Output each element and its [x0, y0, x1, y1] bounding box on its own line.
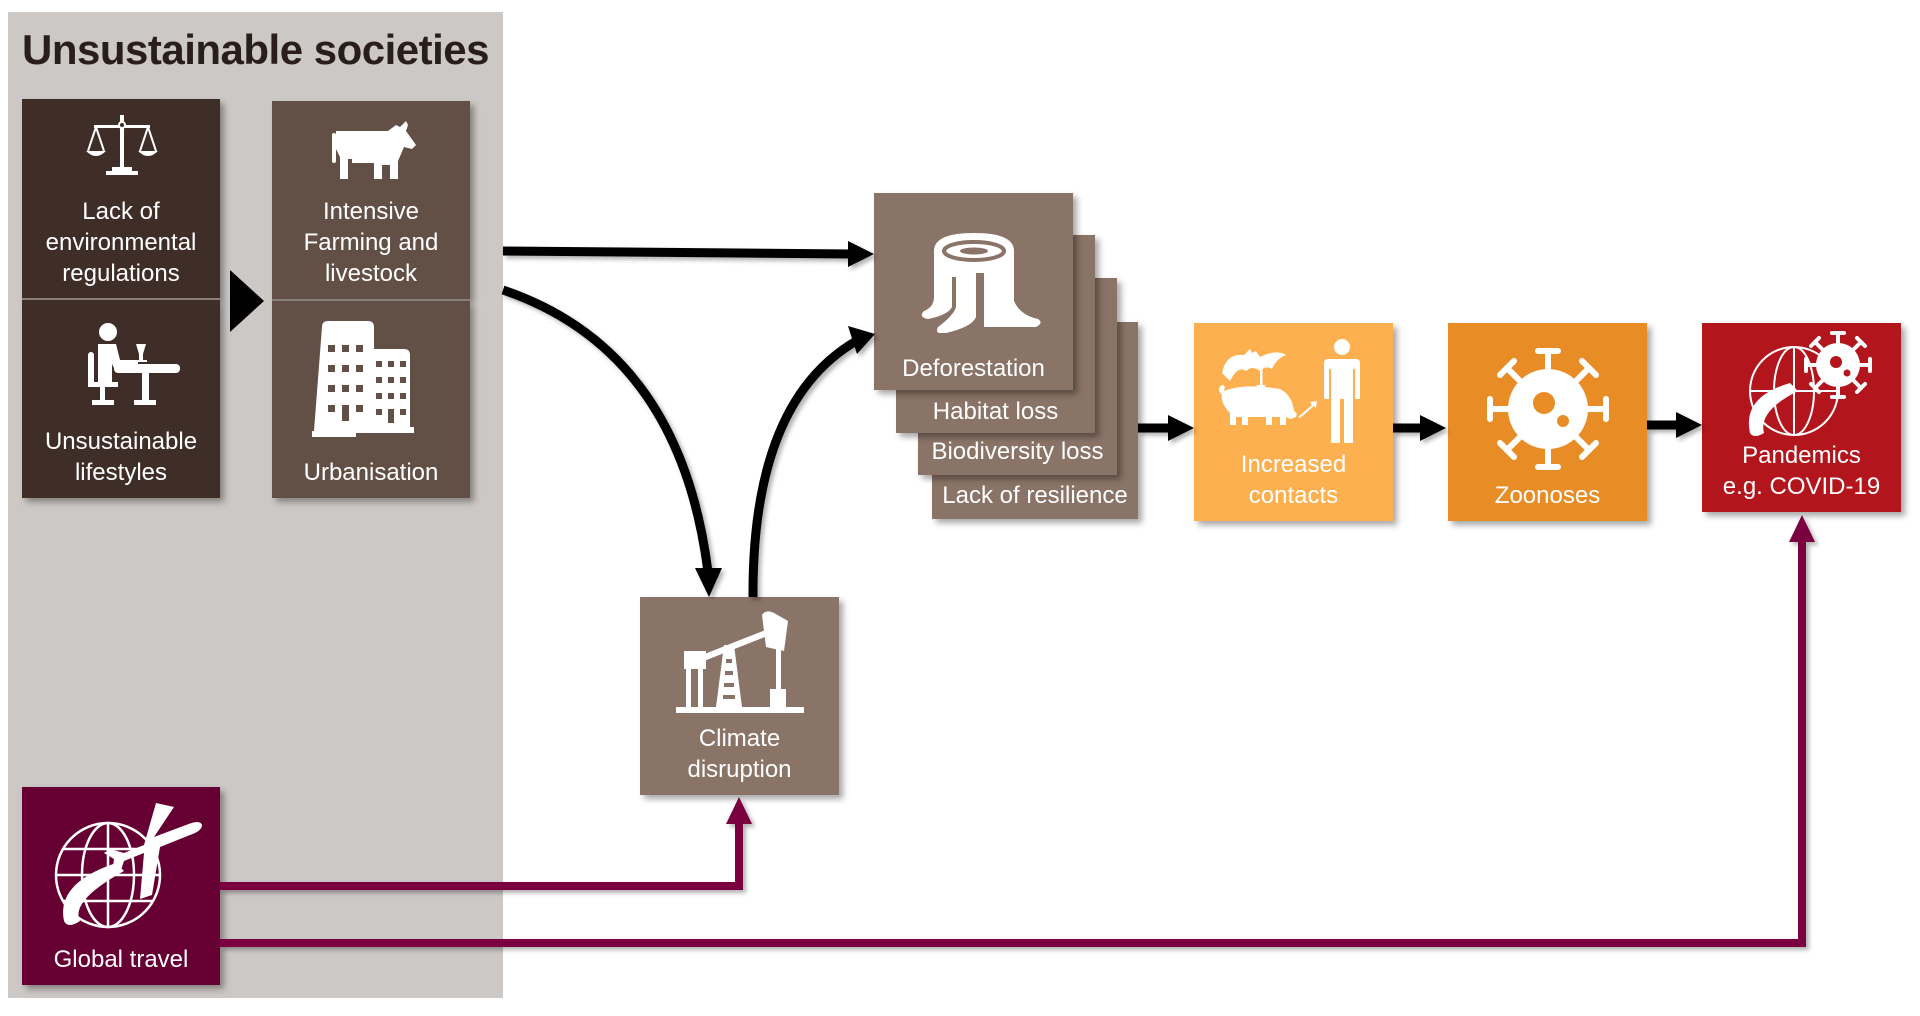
arrow-farming-to-deforestation — [502, 241, 874, 267]
label-urbanisation: Urbanisation — [303, 459, 439, 486]
box-climate-disruption: Climate disruption — [640, 597, 839, 795]
label-biodiversity-loss: Biodiversity loss — [931, 438, 1104, 465]
label-lack-of-regulations: Lack of environmental regulations — [45, 198, 197, 287]
arrow-zoonoses-to-pandemics — [1647, 412, 1702, 438]
buildings-icon — [312, 321, 414, 437]
box-lack-of-regulations: Lack of environmental regulations — [22, 99, 220, 299]
box-unsustainable-lifestyles: Unsustainable lifestyles — [22, 300, 220, 498]
arrow-stack-to-contacts — [1138, 415, 1194, 441]
label-zoonoses: Zoonoses — [1494, 482, 1601, 509]
label-lack-of-resilience: Lack of resilience — [942, 482, 1128, 509]
bat-pig-human-icon — [1219, 339, 1360, 443]
oil-pump-icon — [676, 611, 804, 713]
label-deforestation: Deforestation — [902, 355, 1045, 382]
card-deforestation: Deforestation — [874, 193, 1073, 390]
divider — [22, 298, 220, 300]
box-increased-contacts: Increased contacts — [1194, 323, 1393, 521]
label-unsustainable-lifestyles: Unsustainable lifestyles — [44, 428, 198, 486]
person-at-table-icon — [88, 323, 180, 405]
globe-virus-icon — [1748, 331, 1872, 436]
label-habitat-loss: Habitat loss — [932, 398, 1059, 425]
label-pandemics: Pandemics e.g. COVID-19 — [1722, 442, 1881, 500]
divider — [272, 299, 470, 301]
box-global-travel: Global travel — [22, 787, 220, 985]
box-intensive-farming: Intensive Farming and livestock — [272, 101, 470, 299]
box-pandemics: Pandemics e.g. COVID-19 — [1702, 323, 1901, 512]
arrow-triangle-icon — [230, 270, 264, 332]
label-global-travel: Global travel — [53, 946, 189, 973]
scales-icon — [86, 115, 158, 175]
virus-icon — [1487, 348, 1609, 470]
panel-title: Unsustainable societies — [22, 26, 490, 73]
arrow-farming-to-climate — [501, 285, 722, 597]
arrow-climate-to-deforestation — [748, 326, 875, 598]
arrow-contacts-to-zoonoses — [1393, 415, 1446, 441]
box-urbanisation: Urbanisation — [272, 301, 470, 498]
cow-icon — [332, 121, 416, 179]
label-climate-disruption: Climate disruption — [687, 725, 792, 783]
label-increased-contacts: Increased contacts — [1240, 451, 1347, 509]
box-zoonoses: Zoonoses — [1448, 323, 1647, 521]
plane-globe-icon — [54, 803, 202, 929]
tree-stump-icon — [921, 233, 1041, 333]
label-intensive-farming: Intensive Farming and livestock — [303, 198, 439, 287]
